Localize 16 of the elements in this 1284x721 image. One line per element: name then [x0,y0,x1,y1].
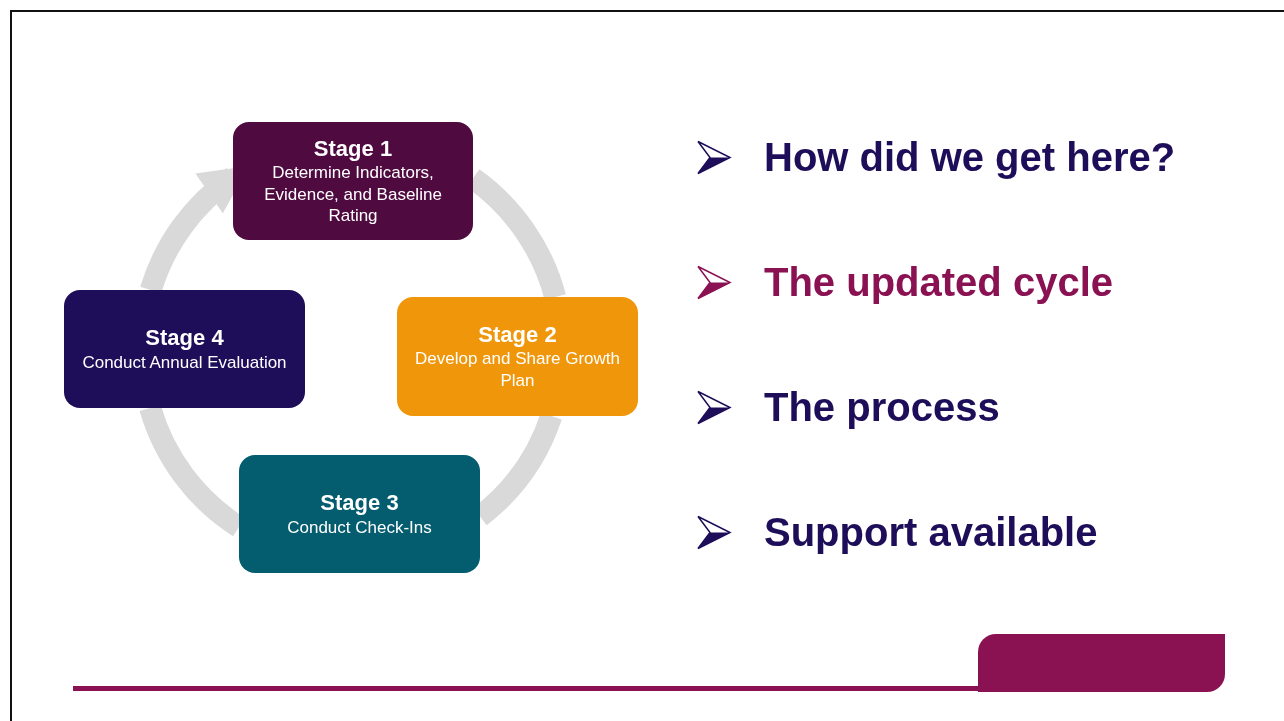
stage-box [233,122,473,240]
stage-title: Stage 3 [320,490,399,517]
bullet-point-text: The updated cycle [764,259,1113,305]
stage-title: Stage 4 [145,325,224,352]
stage-description: Determine Indicators, Evidence, and Baseline Rating [263,162,443,227]
stage-box [239,455,480,573]
bullet-point-text: Support available [764,509,1098,555]
bullet-point-text: The process [764,384,1000,430]
stage-box [64,290,305,408]
stage-description: Develop and Share Growth Plan [413,348,622,391]
stage-title: Stage 2 [478,322,557,349]
stage-description: Conduct Annual Evaluation [82,351,287,373]
bullet-point-text: How did we get here? [764,134,1176,180]
stage-description: Conduct Check-Ins [287,516,432,538]
stage-title: Stage 1 [313,135,393,163]
stage-box [397,297,638,416]
